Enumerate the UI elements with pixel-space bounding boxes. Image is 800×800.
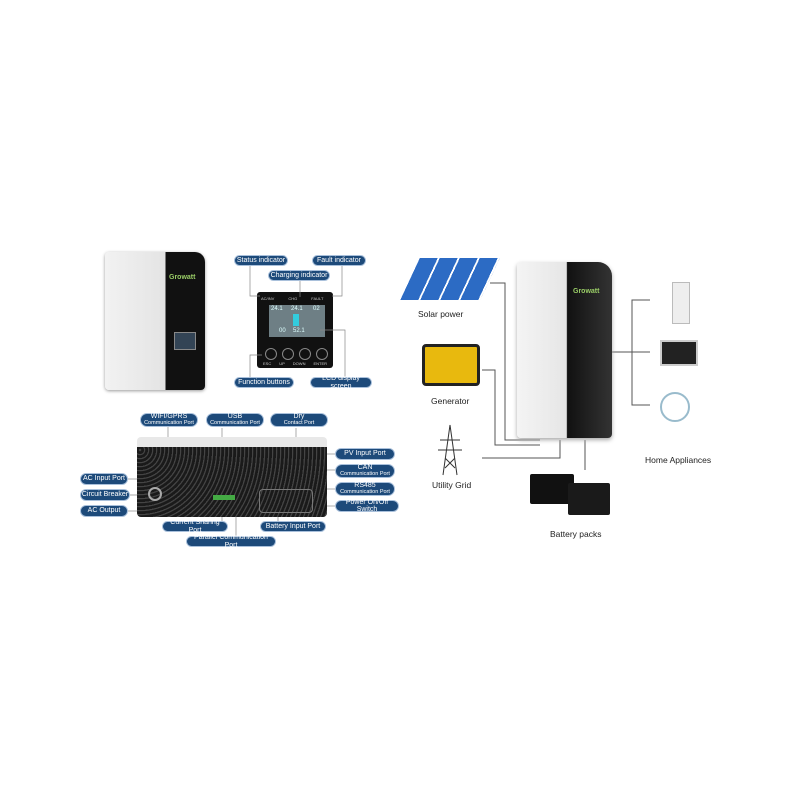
function-buttons-label: Function buttons [234,377,294,388]
lcd-value: 52.1 [293,328,305,334]
system-inverter-brand: Growatt [573,288,600,295]
led-label: CHG [288,296,298,301]
button-label: DOWN [292,361,306,366]
solar-power-label: Solar power [418,309,464,319]
lcd-value: 24.1 [291,306,303,312]
up-button[interactable] [282,348,294,360]
circuit-breaker [148,487,162,501]
led-label: AC/INV [261,296,275,301]
down-button[interactable] [299,348,311,360]
lcd-display-screen: 24.1 24.1 02 00 52.1 [269,305,325,337]
led-label: FAULT [311,296,324,301]
battery-input-ports [259,489,313,513]
lcd-screen-label: LCD display screen [310,375,372,390]
button-label: UP [279,361,285,366]
charging-indicator-label: Charging indicator [268,270,330,281]
power-switch-label: Power On/Off Switch [335,499,399,513]
esc-button[interactable] [265,348,277,360]
inverter-lcd [174,332,196,350]
lcd-value: 00 [279,328,286,334]
lcd-value: 24.1 [271,306,283,312]
enter-button[interactable] [316,348,328,360]
current-sharing-port-label: Current Sharing Port [162,519,228,534]
inverter-brand: Growatt [169,274,196,281]
battery-packs-label: Battery packs [550,529,602,539]
circuit-breaker-label: Circuit Breaker [80,489,130,501]
utility-grid-label: Utility Grid [432,480,472,490]
parallel-communication-port-label: Parallel Communication Port [186,534,276,549]
lcd-value: 02 [313,306,320,312]
inverter-bottom-image [137,437,327,517]
battery-input-port-label: Battery Input Port [260,521,326,532]
ac-output-label: AC Output [80,505,128,517]
inverter-image: Growatt [105,252,205,390]
current-sharing-port [213,495,235,500]
fan-icon [660,392,690,422]
generator-label: Generator [431,396,470,406]
battery-icon [293,314,299,326]
battery-pack-image [568,483,610,515]
button-label: ENTER [313,361,328,366]
home-appliances-label: Home Appliances [645,455,712,465]
air-conditioner-icon [672,282,690,324]
computer-icon [660,340,698,366]
pv-input-port-label: PV Input Port [335,448,395,460]
system-inverter-image: Growatt [517,262,612,438]
generator-image [422,344,480,386]
status-indicator-label: Status indicator [234,255,288,266]
button-label: ESC [263,361,272,366]
fault-indicator-label: Fault indicator [312,255,366,266]
battery-pack-image [530,474,574,504]
ac-input-port-label: AC Input Port [80,473,128,485]
